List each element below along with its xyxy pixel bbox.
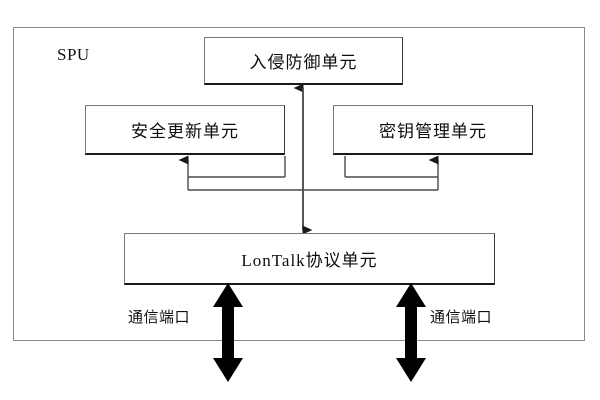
unit-label-intrusion-prevention: 入侵防御单元	[249, 53, 358, 72]
unit-label-security-update: 安全更新单元	[131, 122, 239, 141]
communication-port-label-left: 通信端口	[128, 310, 191, 326]
unit-label-lontalk-protocol: LonTalk协议单元	[241, 251, 378, 270]
communication-port-label-right: 通信端口	[430, 310, 493, 326]
unit-box-lontalk-protocol[interactable]: LonTalk协议单元	[124, 233, 495, 285]
unit-box-intrusion-prevention[interactable]: 入侵防御单元	[204, 37, 403, 85]
spu-container	[13, 27, 585, 341]
communication-port-arrow-right	[396, 283, 426, 382]
communication-port-arrow-left	[213, 283, 243, 382]
spu-label: SPU	[57, 45, 90, 64]
unit-box-security-update[interactable]: 安全更新单元	[85, 105, 285, 155]
unit-box-key-management[interactable]: 密钥管理单元	[333, 105, 533, 155]
unit-label-key-management: 密钥管理单元	[379, 122, 487, 141]
